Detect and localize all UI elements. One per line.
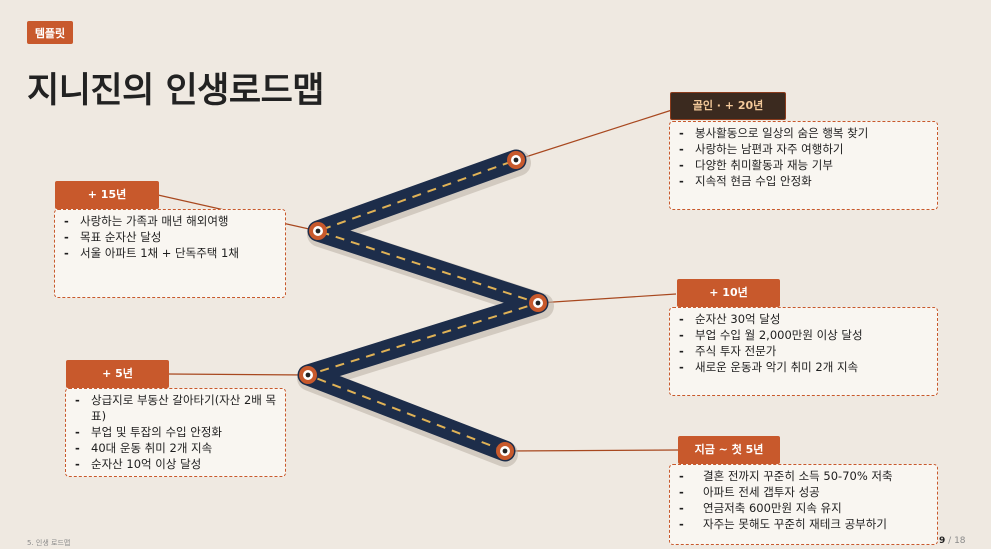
connector-goal <box>515 109 673 161</box>
list-item: 상급지로 부동산 갈아타기(자산 2배 목표) <box>75 392 277 424</box>
list-item: 지속적 현금 수입 안정화 <box>679 173 929 189</box>
marker-10y <box>529 294 547 312</box>
current-page: 9 <box>939 536 946 546</box>
milestone-list-now: 결혼 전까지 꾸준히 소득 50-70% 저축 아파트 전세 갭투자 성공 연금… <box>679 468 929 532</box>
list-item: 부업 및 투잡의 수입 안정화 <box>75 424 277 440</box>
milestone-box-10y: 순자산 30억 달성 부업 수입 월 2,000만원 이상 달성 주식 투자 전… <box>669 307 938 396</box>
list-item: 부업 수입 월 2,000만원 이상 달성 <box>679 327 929 343</box>
milestone-list-goal: 봉사활동으로 일상의 숨은 행복 찾기 사랑하는 남편과 자주 여행하기 다양한… <box>679 125 929 189</box>
milestone-label-now: 지금 ~ 첫 5년 <box>678 436 780 464</box>
milestone-list-10y: 순자산 30억 달성 부업 수입 월 2,000만원 이상 달성 주식 투자 전… <box>679 311 929 375</box>
template-tag: 템플릿 <box>27 21 73 44</box>
list-item: 순자산 10억 이상 달성 <box>75 456 277 472</box>
connector-10y <box>537 293 677 304</box>
milestone-box-now: 결혼 전까지 꾸준히 소득 50-70% 저축 아파트 전세 갭투자 성공 연금… <box>669 464 938 545</box>
milestone-label-10y: + 10년 <box>677 279 780 307</box>
list-item: 결혼 전까지 꾸준히 소득 50-70% 저축 <box>679 468 929 484</box>
marker-15y <box>309 222 327 240</box>
connector-5y <box>167 373 309 376</box>
milestone-label-5y: + 5년 <box>66 360 169 388</box>
page-indicator: 9 / 18 <box>939 536 966 546</box>
list-item: 사랑하는 가족과 매년 해외여행 <box>64 213 277 229</box>
list-item: 아파트 전세 갭투자 성공 <box>679 484 929 500</box>
marker-goal <box>507 151 525 169</box>
list-item: 주식 투자 전문가 <box>679 343 929 359</box>
milestone-box-15y: 사랑하는 가족과 매년 해외여행 목표 순자산 달성 서울 아파트 1채 + 단… <box>54 209 286 298</box>
list-item: 순자산 30억 달성 <box>679 311 929 327</box>
list-item: 자주는 못해도 꾸준히 재테크 공부하기 <box>679 516 929 532</box>
list-item: 40대 운동 취미 2개 지속 <box>75 440 277 456</box>
markers <box>299 151 547 460</box>
list-item: 연금저축 600만원 지속 유지 <box>679 500 929 516</box>
footer-section-label: 5. 인생 로드맵 <box>27 539 71 547</box>
list-item: 봉사활동으로 일상의 숨은 행복 찾기 <box>679 125 929 141</box>
list-item: 서울 아파트 1채 + 단독주택 1채 <box>64 245 277 261</box>
list-item: 사랑하는 남편과 자주 여행하기 <box>679 141 929 157</box>
milestone-list-15y: 사랑하는 가족과 매년 해외여행 목표 순자산 달성 서울 아파트 1채 + 단… <box>64 213 277 261</box>
milestone-label-15y: + 15년 <box>55 181 159 209</box>
milestone-box-5y: 상급지로 부동산 갈아타기(자산 2배 목표) 부업 및 투잡의 수입 안정화 … <box>65 388 286 477</box>
milestone-list-5y: 상급지로 부동산 갈아타기(자산 2배 목표) 부업 및 투잡의 수입 안정화 … <box>75 392 277 472</box>
list-item: 새로운 운동과 악기 취미 2개 지속 <box>679 359 929 375</box>
milestone-box-goal: 봉사활동으로 일상의 숨은 행복 찾기 사랑하는 남편과 자주 여행하기 다양한… <box>669 121 938 210</box>
milestone-label-goal: 골인 · + 20년 <box>670 92 786 120</box>
page-title: 지니진의 인생로드맵 <box>27 71 325 111</box>
marker-now <box>496 442 514 460</box>
list-item: 목표 순자산 달성 <box>64 229 277 245</box>
road <box>297 149 549 462</box>
list-item: 다양한 취미활동과 재능 기부 <box>679 157 929 173</box>
marker-5y <box>299 366 317 384</box>
total-pages: 18 <box>954 536 966 546</box>
connector-now <box>504 449 679 452</box>
page-separator: / <box>948 536 952 546</box>
